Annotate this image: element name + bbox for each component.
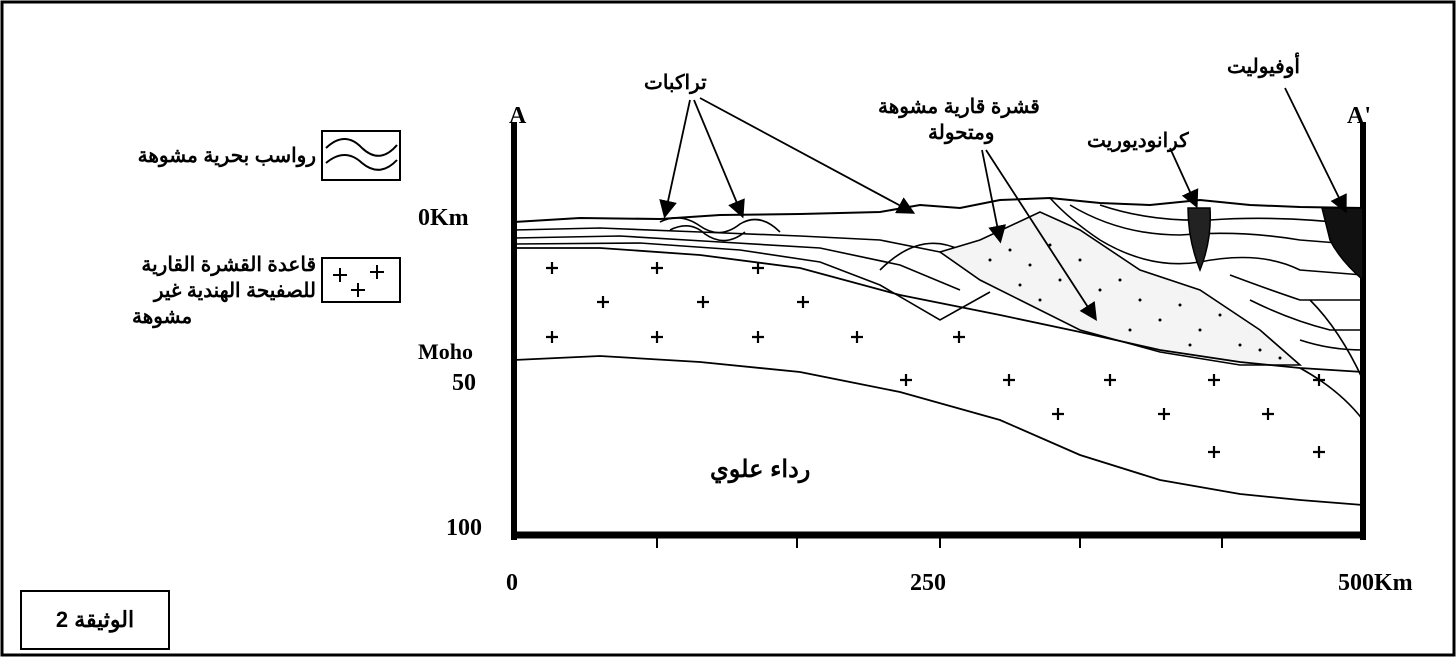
label-upper-mantle: رداء علوي xyxy=(710,456,811,483)
point-a-label: A xyxy=(509,103,527,129)
ophiolite-body xyxy=(1321,207,1364,282)
granodiorite-body xyxy=(1187,207,1212,273)
distance-label-0: 0 xyxy=(506,570,518,596)
distance-label-250: 250 xyxy=(910,570,946,596)
axis-ticks xyxy=(656,535,1223,548)
depth-label-50: 50 xyxy=(452,370,476,396)
legend-label-sediments: رواسب بحرية مشوهة xyxy=(137,145,316,167)
point-a-prime-label: A' xyxy=(1347,103,1371,129)
legend-plus-symbol xyxy=(321,257,401,303)
mantle-boundary xyxy=(1299,367,1364,421)
crust-base-line xyxy=(514,247,1364,373)
legend-label-crust-line3: مشوهة xyxy=(132,306,193,328)
surface-line xyxy=(513,196,1364,223)
depth-label-0km: 0Km xyxy=(418,205,469,231)
deformed-sediments xyxy=(513,197,1364,381)
document-label-box: الوثيقة 2 xyxy=(20,590,170,650)
legend-wavy-symbol xyxy=(321,130,401,181)
distance-label-500km: 500Km xyxy=(1338,570,1413,596)
label-granodiorite: كرانوديوريت xyxy=(1087,130,1189,152)
label-deformed-crust-line2: ومتحولة xyxy=(928,122,995,144)
label-thrusts: تراكبات xyxy=(644,72,707,94)
document-label: الوثيقة 2 xyxy=(55,607,135,632)
legend-label-crust-line2: للصفيحة الهندية غير xyxy=(153,280,316,302)
crust-plus-signs xyxy=(546,262,1325,458)
depth-label-moho: Moho xyxy=(418,339,473,364)
label-ophiolite: أوفيوليت xyxy=(1227,56,1300,78)
depth-label-100: 100 xyxy=(446,515,482,541)
annotation-arrows xyxy=(659,87,1347,322)
moho-line xyxy=(513,355,1364,506)
deformed-crust-region xyxy=(938,211,1303,366)
label-deformed-crust-line1: قشرة قارية مشوهة xyxy=(878,96,1040,118)
legend-label-crust-line1: قاعدة القشرة القارية xyxy=(141,254,316,276)
